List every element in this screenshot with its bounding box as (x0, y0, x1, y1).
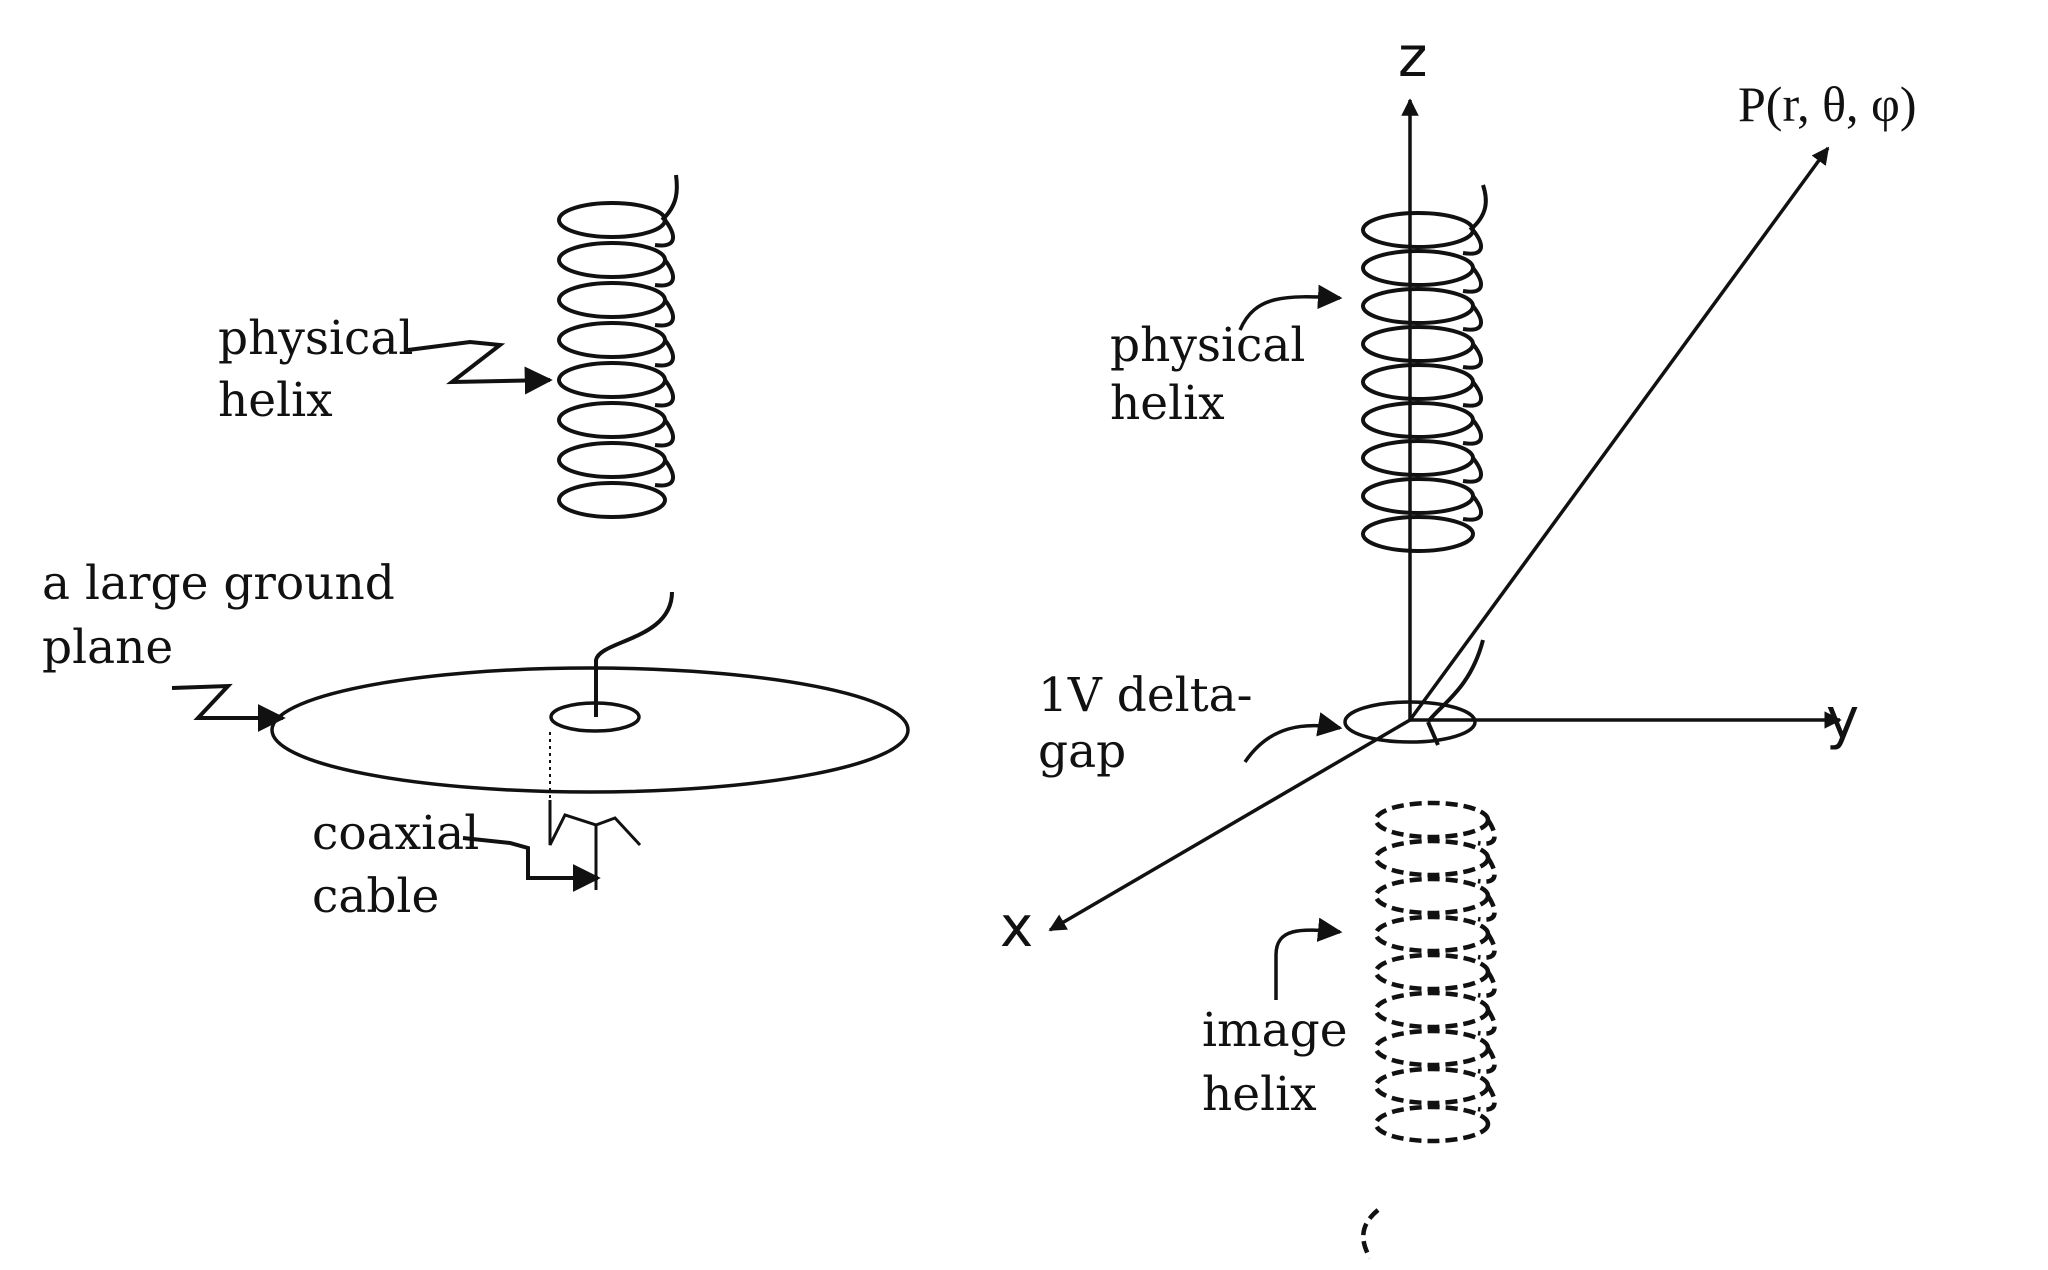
image-helix-coil (1373, 876, 1491, 916)
right-helix-coil (1361, 287, 1475, 325)
image-helix-coil-link (1477, 932, 1497, 960)
image-helix-coil-link (1477, 894, 1497, 922)
delta-gap-leader (1243, 712, 1343, 763)
left-figure (171, 174, 910, 892)
right-helix-coil (1361, 325, 1475, 363)
left-physical-helix (557, 174, 679, 519)
ground-plane-label-line2: plane (42, 620, 174, 675)
right-helix-coil-link (1462, 342, 1483, 370)
image-helix-coil (1373, 990, 1491, 1030)
right-helix-coil-end (1468, 184, 1488, 232)
image-helix-coil-link (1477, 970, 1497, 998)
delta-gap-bridge (1426, 639, 1485, 746)
right-helix-coil (1361, 477, 1475, 515)
left-helix-coil (557, 481, 667, 519)
left-helix-coil (557, 401, 667, 439)
coaxial-cable-label-line1: coaxial (312, 806, 480, 861)
image-helix-coil (1373, 838, 1491, 878)
left-physical-helix-label-line1: physical (218, 311, 414, 366)
left-helix-coil-link (654, 338, 675, 368)
right-figure (1048, 98, 1842, 1260)
left-helix-coil-link (654, 378, 675, 408)
right-helix-coil-link (1462, 304, 1483, 332)
left-helix-coil-link (654, 298, 675, 328)
image-helix-coil-link (1477, 1008, 1497, 1036)
image-helix-coil (1373, 800, 1491, 840)
image-helix-coil-link (1477, 818, 1497, 846)
right-helix-coil-link (1462, 494, 1483, 522)
image-helix-coil-link (1477, 1046, 1497, 1074)
image-helix-coil (1373, 1066, 1491, 1106)
delta-gap (1343, 700, 1477, 744)
image-helix-coil (1373, 1104, 1491, 1144)
left-helix-coil-link (654, 458, 675, 488)
right-helix-coil (1361, 439, 1475, 477)
feed-wire (594, 591, 674, 717)
image-helix-coil (1373, 952, 1491, 992)
image-helix-coil-link (1477, 1084, 1497, 1112)
image-helix-coil (1373, 914, 1491, 954)
right-helix-coil-link (1462, 266, 1483, 294)
coaxial-cable-leader (462, 836, 601, 892)
left-helix-coil (557, 361, 667, 399)
right-helix-coil-link (1462, 380, 1483, 408)
left-helix-coil (557, 321, 667, 359)
right-helix-coil (1361, 515, 1475, 553)
right-helix-coil (1361, 249, 1475, 287)
right-helix-coil (1361, 401, 1475, 439)
image-helix (1361, 800, 1497, 1260)
delta-gap-label-line1: 1V delta- (1038, 668, 1253, 723)
right-helix-coil-link (1462, 456, 1483, 484)
radial-vector (1408, 146, 1830, 722)
right-physical-helix-label-line2: helix (1110, 376, 1225, 431)
z-axis-label: z (1398, 25, 1428, 90)
right-helix-coil-link (1462, 228, 1483, 256)
left-helix-coil (557, 241, 667, 279)
ground-plane-label-line1: a large ground (42, 556, 395, 611)
image-helix-leader (1274, 917, 1343, 1000)
image-helix-label-line2: helix (1202, 1067, 1317, 1122)
left-helix-coil-end (660, 174, 679, 222)
right-helix-coil-link (1462, 418, 1483, 446)
left-helix-coil (557, 281, 667, 319)
x-axis (1048, 718, 1411, 932)
right-helix-coil (1361, 211, 1475, 249)
point-label: P(r, θ, φ) (1738, 76, 1917, 132)
image-helix-coil-end (1361, 1208, 1380, 1260)
left-helix-coil (557, 201, 667, 239)
image-helix-coil-link (1477, 856, 1497, 884)
coaxial-cable (548, 800, 642, 890)
image-helix-label-line1: image (1202, 1003, 1348, 1058)
coaxial-cable-label-line2: cable (312, 869, 440, 924)
right-physical-helix-label-line1: physical (1110, 318, 1306, 373)
left-helix-coil-link (654, 418, 675, 448)
image-helix-coil (1373, 1028, 1491, 1068)
left-helix-coil (557, 441, 667, 479)
right-physical-helix (1361, 184, 1488, 553)
right-helix-coil (1361, 363, 1475, 401)
delta-gap-label-line2: gap (1038, 724, 1127, 779)
ground-plane-leader (171, 683, 286, 732)
y-axis-label: y (1826, 687, 1860, 752)
left-helix-coil-link (654, 258, 675, 288)
left-physical-helix-label-line2: helix (218, 373, 333, 428)
x-axis-label: x (1000, 895, 1034, 960)
physical-helix-leader (407, 339, 553, 395)
left-helix-coil-link (654, 218, 675, 248)
right-physical-helix-leader (1238, 284, 1343, 331)
